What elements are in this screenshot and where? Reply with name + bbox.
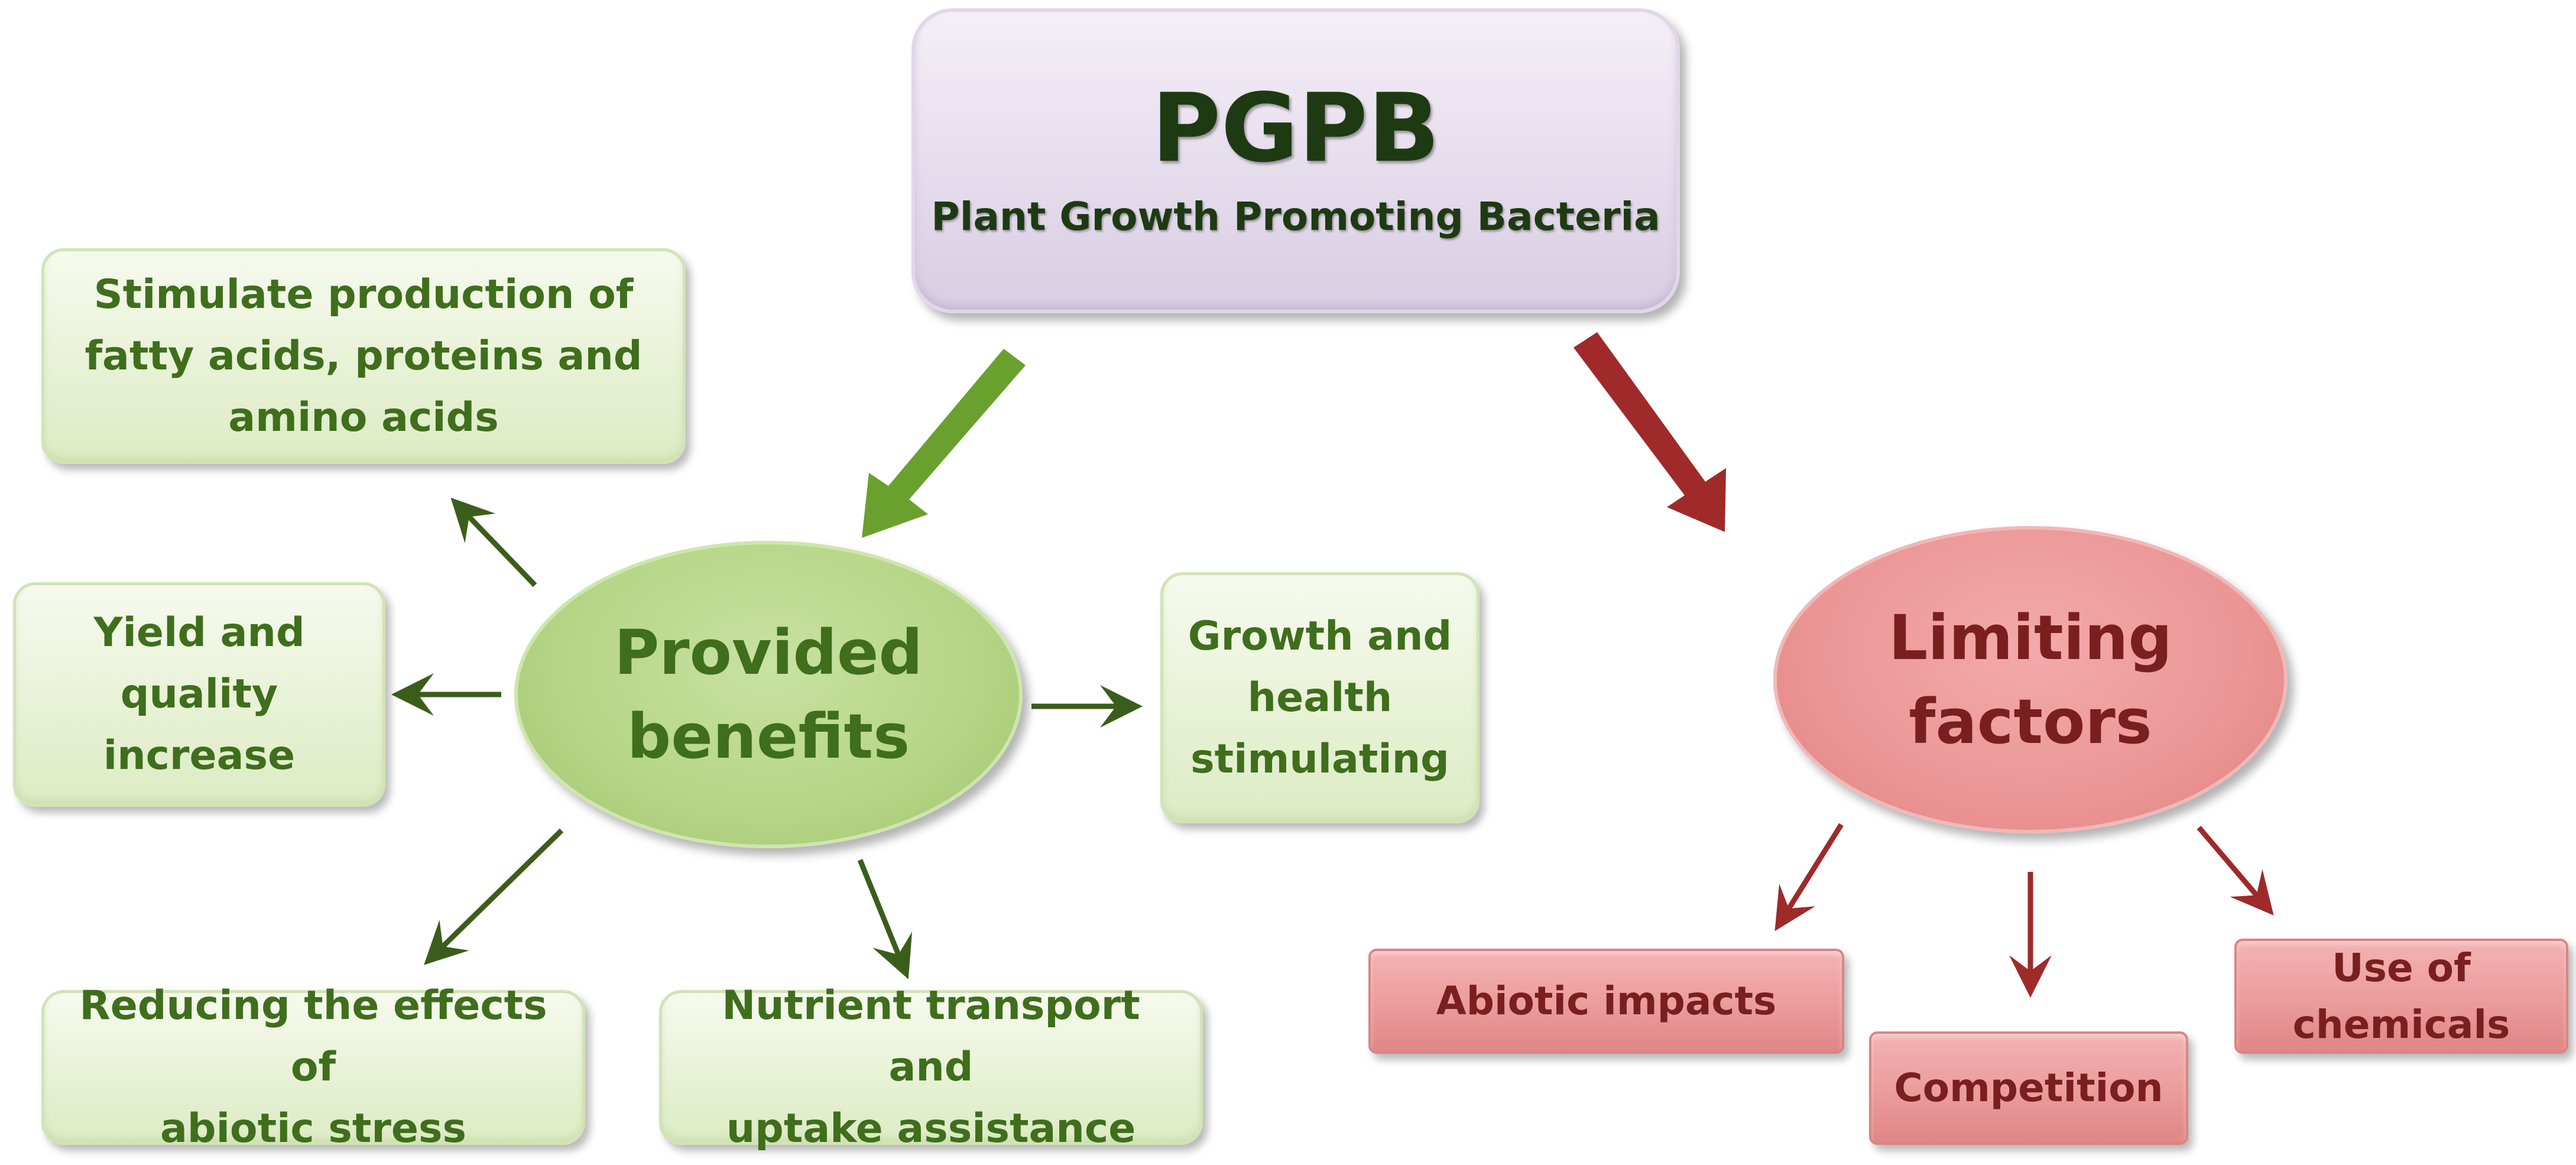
benefit-text-line: Reducing the effects of	[79, 982, 547, 1091]
benefit-text-line: Stimulate production of	[93, 271, 634, 318]
benefit-text-line: quality	[120, 671, 278, 718]
limiting-text-line: chemicals	[2292, 1001, 2510, 1047]
benefit-text-line: fatty acids, proteins and	[85, 332, 643, 379]
benefit-reducing-abiotic-box: Reducing the effects of abiotic stress	[41, 982, 585, 1152]
benefit-nutrient-transport-box: Nutrient transport and uptake assistance	[659, 982, 1203, 1152]
arrow-to-stimulate-production	[450, 498, 537, 588]
limiting-abiotic-impacts-box: Abiotic impacts	[1368, 949, 1844, 1054]
arrow-to-abiotic-impacts	[1774, 823, 1844, 932]
benefit-text-line: increase	[103, 732, 296, 779]
benefit-text-line: uptake assistance	[726, 1105, 1136, 1152]
benefit-growth-health-box: Growth and health stimulating	[1160, 572, 1480, 823]
benefit-text-line: Nutrient transport and	[722, 982, 1140, 1091]
provided-benefits-label-line2: benefits	[627, 700, 910, 773]
limiting-factors-node: Limiting factors	[1773, 526, 2288, 833]
provided-benefits-node: Provided benefits	[514, 541, 1023, 848]
pgpb-subtitle: Plant Growth Promoting Bacteria	[931, 194, 1660, 239]
limiting-factors-label-line1: Limiting	[1889, 602, 2172, 674]
arrow-to-reducing-abiotic	[424, 828, 564, 965]
benefit-text-line: health	[1247, 674, 1393, 721]
benefit-text-line: abiotic stress	[160, 1105, 466, 1152]
limiting-text-line: Abiotic impacts	[1436, 978, 1777, 1024]
arrow-to-nutrient-transport	[857, 859, 913, 979]
benefit-stimulate-production-box: Stimulate production of fatty acids, pro…	[41, 248, 686, 464]
benefit-text-line: stimulating	[1190, 735, 1449, 783]
limiting-text-line: Use of	[2332, 945, 2471, 991]
limiting-text-line: Competition	[1894, 1065, 2163, 1111]
arrow-pgpb-to-benefits	[862, 349, 1026, 538]
pgpb-title: PGPB	[1151, 73, 1440, 183]
benefit-text-line: Yield and	[93, 609, 305, 656]
benefit-text-line: amino acids	[228, 394, 499, 441]
limiting-competition-box: Competition	[1869, 1031, 2188, 1145]
limiting-factors-label-line2: factors	[1909, 686, 2152, 758]
benefit-text-line: Growth and	[1188, 612, 1452, 660]
limiting-use-of-chemicals-box: Use of chemicals	[2234, 939, 2568, 1054]
provided-benefits-label-line1: Provided	[614, 616, 923, 689]
benefit-yield-quality-box: Yield and quality increase	[13, 582, 385, 807]
arrow-to-use-of-chemicals	[2197, 826, 2274, 916]
arrow-pgpb-to-limiting	[1573, 332, 1726, 532]
pgpb-box: PGPB Plant Growth Promoting Bacteria	[911, 8, 1680, 313]
